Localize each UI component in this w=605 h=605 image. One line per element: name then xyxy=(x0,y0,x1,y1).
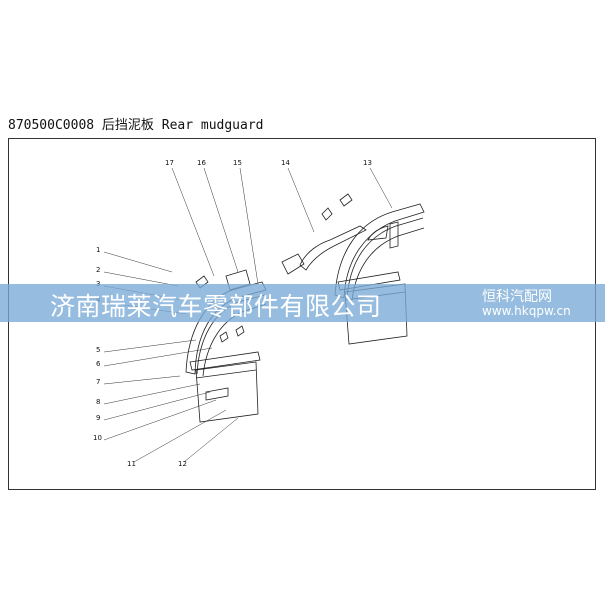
watermark-company-name: 济南瑞莱汽车零部件有限公司 xyxy=(50,292,382,321)
callout-6: 6 xyxy=(96,360,101,368)
callout-12: 12 xyxy=(178,460,187,468)
callout-15: 15 xyxy=(233,159,242,167)
callout-1: 1 xyxy=(96,246,100,254)
callout-10: 10 xyxy=(93,434,102,442)
callout-5: 5 xyxy=(96,346,100,354)
callout-14: 14 xyxy=(281,159,290,167)
page-title: 870500C0008 后挡泥板 Rear mudguard xyxy=(8,118,264,133)
callout-2: 2 xyxy=(96,266,100,274)
callout-labels: 1 2 3 4 5 6 7 8 9 10 11 12 17 16 15 14 1… xyxy=(93,159,372,468)
callout-17: 17 xyxy=(165,159,174,167)
callout-11: 11 xyxy=(127,460,136,468)
callout-13: 13 xyxy=(363,159,372,167)
watermark-brand: 恒科汽配网 xyxy=(482,289,552,305)
callout-9: 9 xyxy=(96,414,100,422)
watermark-url: www.hkqpw.cn xyxy=(482,304,571,318)
callout-16: 16 xyxy=(197,159,206,167)
watermark-banner xyxy=(0,284,605,322)
callout-8: 8 xyxy=(96,398,100,406)
callout-7: 7 xyxy=(96,378,100,386)
